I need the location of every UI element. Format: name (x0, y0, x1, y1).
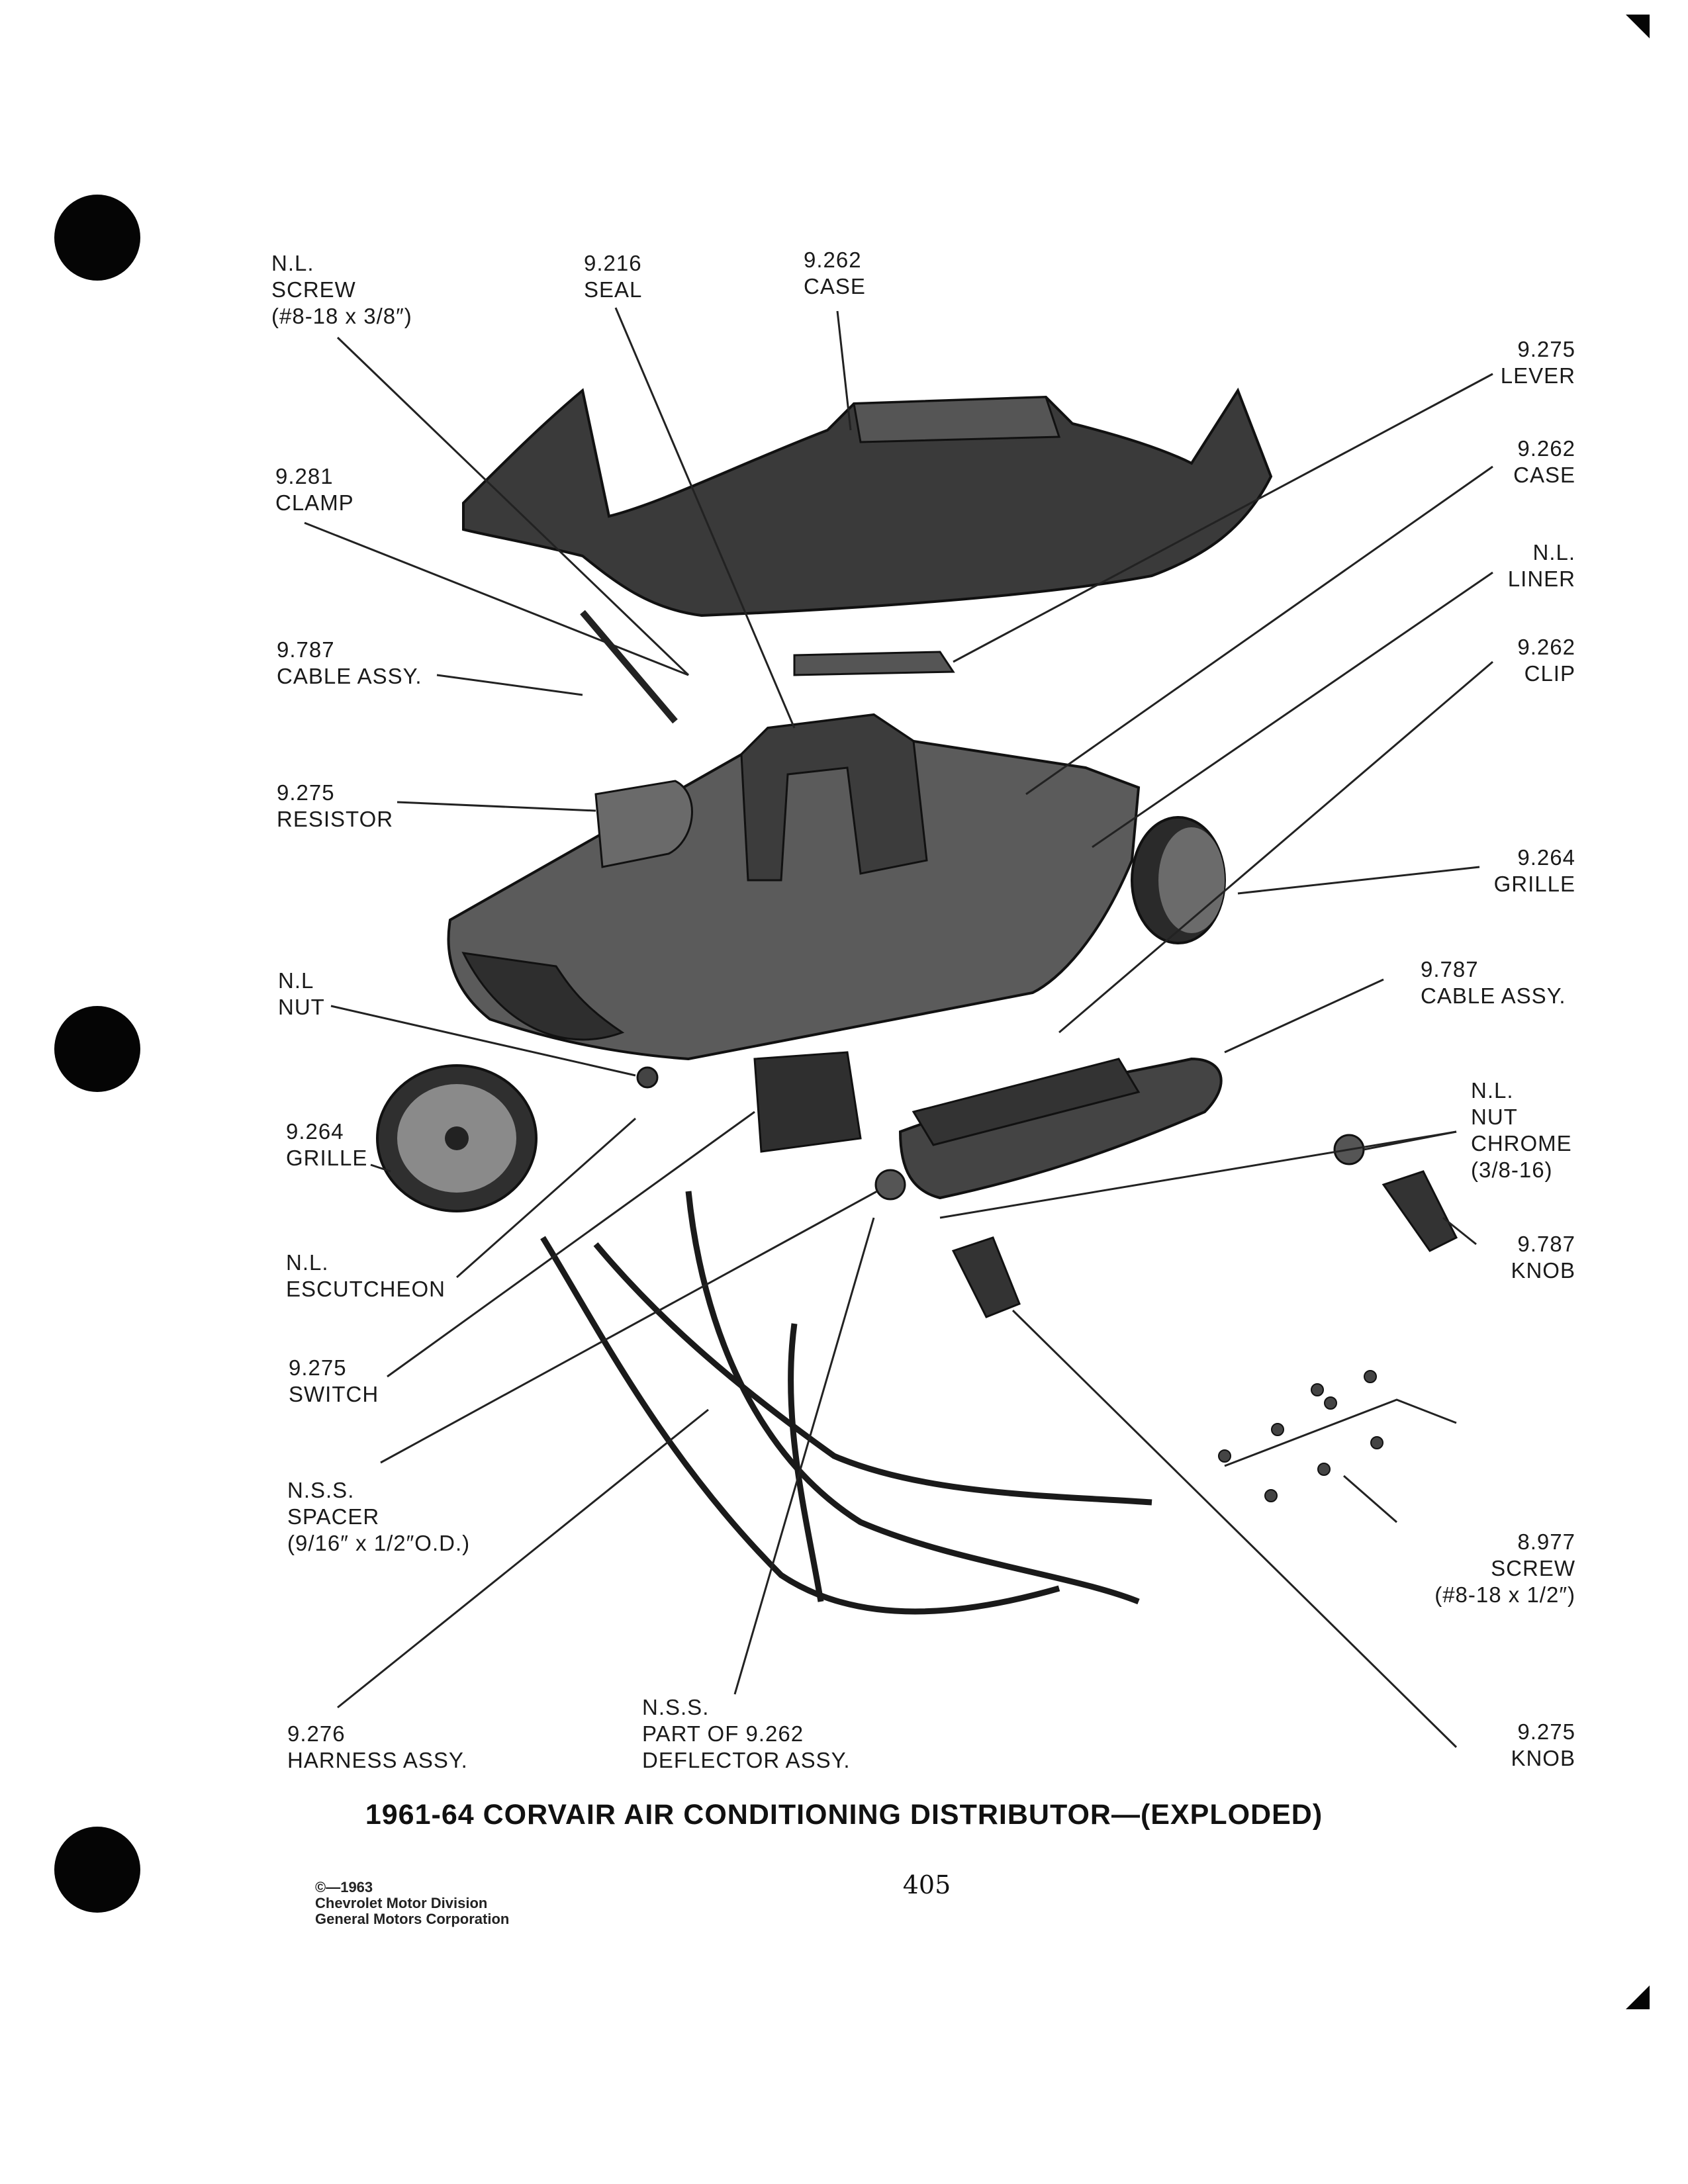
label-spacer: N.S.S.SPACER(9/16″ x 1/2″O.D.) (287, 1478, 471, 1555)
cable-left-part (580, 610, 678, 724)
barrel-part (912, 1058, 1141, 1146)
switch-part (753, 1051, 862, 1153)
label-liner: N.L.LINER (1507, 540, 1575, 591)
knob-bottom-part (951, 1236, 1021, 1318)
lever-part (793, 651, 955, 676)
harness-part (540, 1191, 1152, 1615)
nut-part (636, 1066, 659, 1089)
corner-mark-bottom-right (1626, 1985, 1650, 2009)
page-title: 1961-64 CORVAIR AIR CONDITIONING DISTRIB… (365, 1799, 1323, 1831)
upper-case-part (462, 387, 1273, 617)
grille-left-part (376, 1064, 538, 1212)
label-nl-screw-top: N.L.SCREW(#8-18 x 3/8″) (271, 251, 412, 328)
binder-hole-bottom (54, 1827, 140, 1913)
page-number: 405 (902, 1870, 951, 1899)
screws-part (1218, 1370, 1383, 1502)
corner-mark-top-right (1626, 15, 1650, 38)
leader-lines (304, 307, 1493, 1749)
main-case-part (447, 713, 1141, 1061)
resistor-part (594, 780, 693, 868)
label-escutcheon: N.L.ESCUTCHEON (286, 1250, 446, 1301)
binder-hole-middle (54, 1006, 140, 1092)
binder-hole-top (54, 195, 140, 281)
copyright-notice: ©—1963 Chevrolet Motor Division General … (315, 1879, 510, 1927)
knob-right-part (1382, 1170, 1458, 1252)
spacer-part (874, 1169, 906, 1201)
grille-right-part (1131, 816, 1226, 944)
